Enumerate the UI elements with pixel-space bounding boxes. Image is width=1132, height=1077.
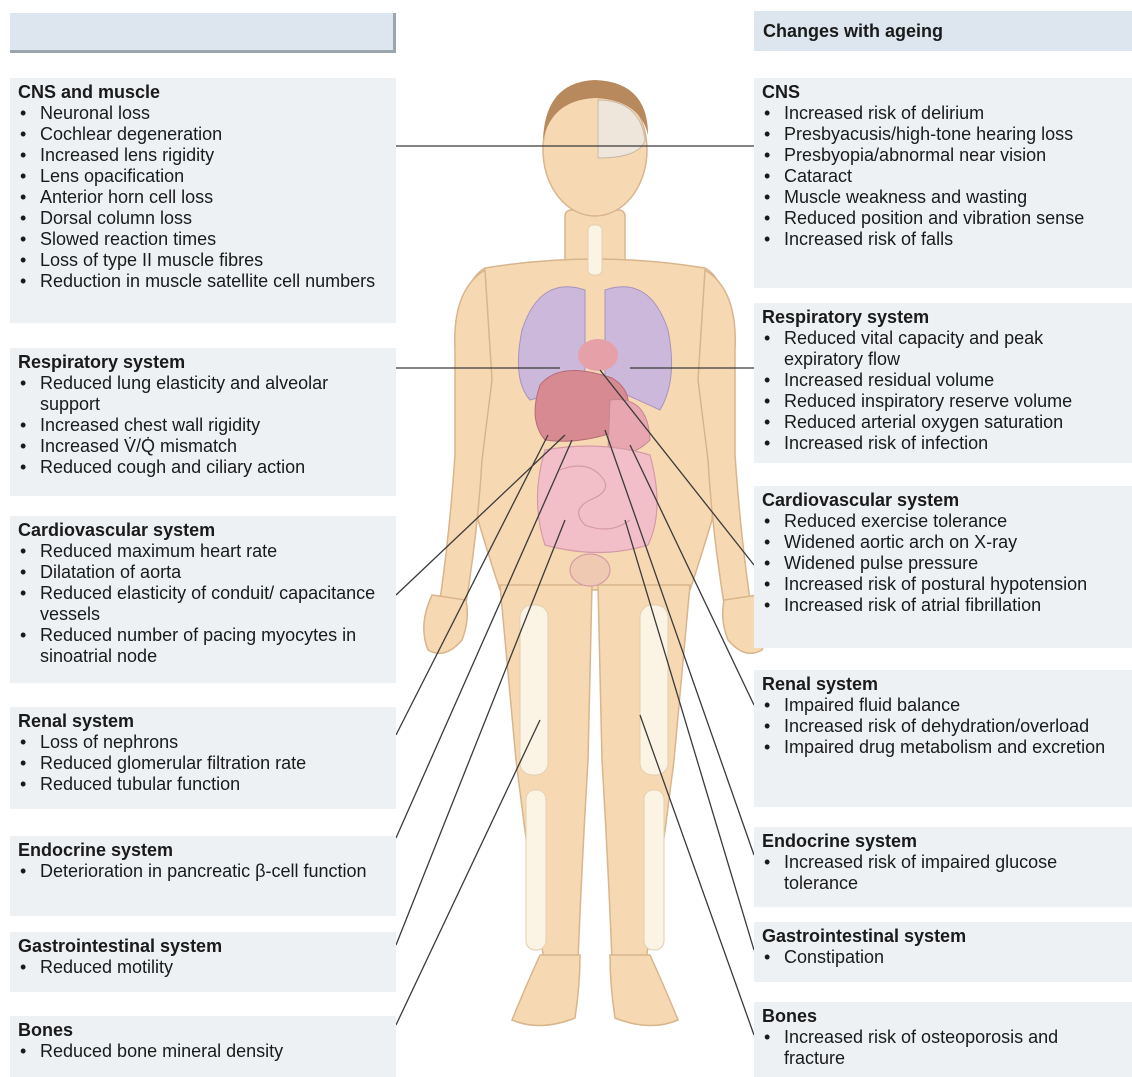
list-item: Reduced tubular function <box>18 774 388 795</box>
list-item: Reduced glomerular filtration rate <box>18 753 388 774</box>
panel-title: Bones <box>18 1020 388 1041</box>
list-item: Presbyopia/abnormal near vision <box>762 145 1124 166</box>
list-item: Lens opacification <box>18 166 388 187</box>
panel-title: Renal system <box>18 711 388 732</box>
right-panel-endocrine: Endocrine system Increased risk of impai… <box>754 827 1132 907</box>
list-item: Increased lens rigidity <box>18 145 388 166</box>
list-item: Loss of nephrons <box>18 732 388 753</box>
list-item: Reduction in muscle satellite cell numbe… <box>18 271 388 292</box>
list-item: Reduced inspiratory reserve volume <box>762 391 1124 412</box>
list-item: Anterior horn cell loss <box>18 187 388 208</box>
list-item: Reduced bone mineral density <box>18 1041 388 1062</box>
panel-title: Respiratory system <box>762 307 1124 328</box>
panel-title: Respiratory system <box>18 352 388 373</box>
panel-title: Gastrointestinal system <box>762 926 1124 947</box>
list-item: Impaired fluid balance <box>762 695 1124 716</box>
left-panel-renal: Renal system Loss of nephrons Reduced gl… <box>10 707 396 809</box>
list-item: Deterioration in pancreatic β-cell funct… <box>18 861 388 882</box>
right-panel-cns: CNS Increased risk of delirium Presbyacu… <box>754 78 1132 288</box>
left-panel-cns-muscle: CNS and muscle Neuronal loss Cochlear de… <box>10 78 396 323</box>
list-item: Reduced arterial oxygen saturation <box>762 412 1124 433</box>
panel-title: CNS and muscle <box>18 82 388 103</box>
left-panel-gastrointestinal: Gastrointestinal system Reduced motility <box>10 932 396 992</box>
list-item: Increased V̇/Q̇ mismatch <box>18 436 388 457</box>
left-header-box <box>10 13 396 53</box>
panel-title: Endocrine system <box>18 840 388 861</box>
panel-title: Renal system <box>762 674 1124 695</box>
list-item: Increased risk of osteoporosis and fract… <box>762 1027 1124 1069</box>
list-item: Dorsal column loss <box>18 208 388 229</box>
list-item: Cochlear degeneration <box>18 124 388 145</box>
left-panel-endocrine: Endocrine system Deterioration in pancre… <box>10 836 396 916</box>
list-item: Widened aortic arch on X-ray <box>762 532 1124 553</box>
panel-title: CNS <box>762 82 1124 103</box>
head <box>543 80 648 216</box>
list-item: Muscle weakness and wasting <box>762 187 1124 208</box>
panel-title: Cardiovascular system <box>18 520 388 541</box>
list-item: Reduced cough and ciliary action <box>18 457 388 478</box>
list-item: Reduced position and vibration sense <box>762 208 1124 229</box>
list-item: Slowed reaction times <box>18 229 388 250</box>
list-item: Increased residual volume <box>762 370 1124 391</box>
panel-title: Endocrine system <box>762 831 1124 852</box>
list-item: Loss of type II muscle fibres <box>18 250 388 271</box>
right-panel-gastrointestinal: Gastrointestinal system Constipation <box>754 922 1132 982</box>
list-item: Reduced maximum heart rate <box>18 541 388 562</box>
list-item: Reduced elasticity of conduit/ capacitan… <box>18 583 388 625</box>
right-panel-cardiovascular: Cardiovascular system Reduced exercise t… <box>754 486 1132 648</box>
list-item: Presbyacusis/high-tone hearing loss <box>762 124 1124 145</box>
right-panel-bones: Bones Increased risk of osteoporosis and… <box>754 1002 1132 1077</box>
left-panel-cardiovascular: Cardiovascular system Reduced maximum he… <box>10 516 396 683</box>
right-header-title: Changes with ageing <box>763 21 943 41</box>
left-panel-bones: Bones Reduced bone mineral density <box>10 1016 396 1077</box>
list-item: Constipation <box>762 947 1124 968</box>
list-item: Increased risk of delirium <box>762 103 1124 124</box>
list-item: Neuronal loss <box>18 103 388 124</box>
right-panel-renal: Renal system Impaired fluid balance Incr… <box>754 670 1132 807</box>
left-panel-respiratory: Respiratory system Reduced lung elastici… <box>10 348 396 496</box>
list-item: Increased risk of impaired glucose toler… <box>762 852 1124 894</box>
body-silhouette <box>424 210 766 1026</box>
list-item: Reduced lung elasticity and alveolar sup… <box>18 373 388 415</box>
list-item: Increased risk of postural hypotension <box>762 574 1124 595</box>
panel-title: Cardiovascular system <box>762 490 1124 511</box>
list-item: Increased risk of atrial fibrillation <box>762 595 1124 616</box>
right-header-box: Changes with ageing <box>754 11 1132 51</box>
list-item: Impaired drug metabolism and excretion <box>762 737 1124 758</box>
list-item: Dilatation of aorta <box>18 562 388 583</box>
list-item: Reduced exercise tolerance <box>762 511 1124 532</box>
list-item: Increased risk of falls <box>762 229 1124 250</box>
list-item: Reduced motility <box>18 957 388 978</box>
panel-title: Gastrointestinal system <box>18 936 388 957</box>
list-item: Reduced number of pacing myocytes in sin… <box>18 625 388 667</box>
list-item: Increased chest wall rigidity <box>18 415 388 436</box>
right-panel-respiratory: Respiratory system Reduced vital capacit… <box>754 303 1132 463</box>
list-item: Cataract <box>762 166 1124 187</box>
list-item: Increased risk of infection <box>762 433 1124 454</box>
list-item: Increased risk of dehydration/overload <box>762 716 1124 737</box>
panel-title: Bones <box>762 1006 1124 1027</box>
list-item: Reduced vital capacity and peak expirato… <box>762 328 1124 370</box>
list-item: Widened pulse pressure <box>762 553 1124 574</box>
